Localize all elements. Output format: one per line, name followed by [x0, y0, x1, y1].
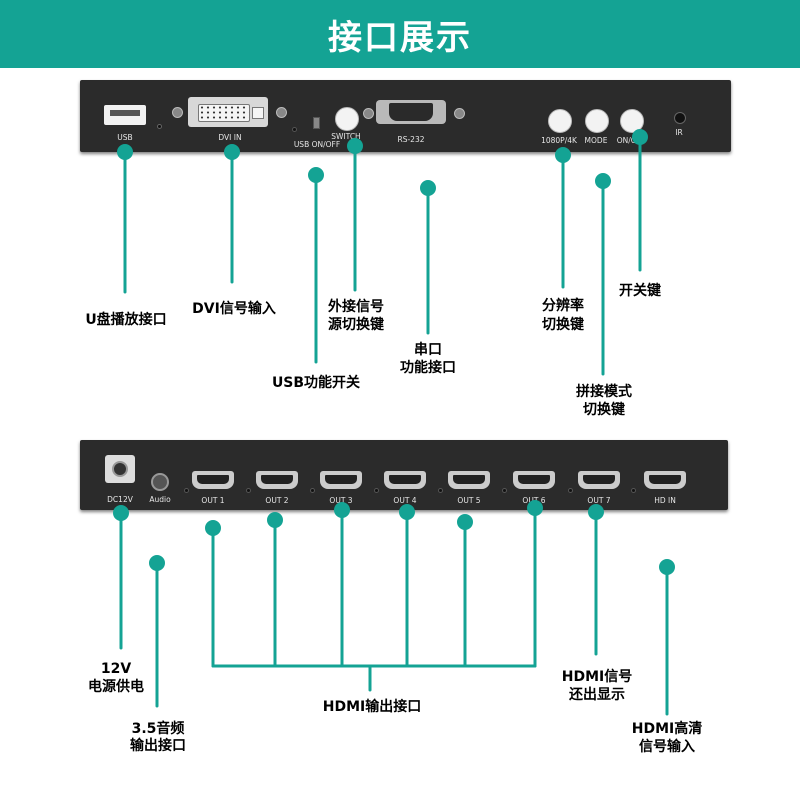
hdmi-out-port-6: [513, 471, 555, 489]
hdmi-out-label-2: OUT 2: [265, 496, 289, 505]
label-audio-1: 3.5音频: [131, 721, 185, 737]
resolution-button[interactable]: [548, 109, 572, 133]
hdmi-out-port-2: [256, 471, 298, 489]
usb-onoff-label: USB ON/OFF: [293, 140, 341, 149]
label-resolution-1: 分辨率: [542, 298, 584, 314]
indicator-led: [502, 488, 507, 493]
label-serial-1: 串口: [414, 342, 442, 358]
rs232-port: [376, 100, 446, 124]
label-usb-play: U盘播放接口: [85, 312, 167, 328]
hdmi-in-port: [644, 471, 686, 489]
hdmi-out-label-7: OUT 7: [587, 496, 611, 505]
indicator-led: [374, 488, 379, 493]
label-dc-2: 电源供电: [88, 679, 144, 695]
power-button-label: ON/OFF: [616, 136, 646, 145]
rs232-port-label: RS-232: [397, 135, 425, 144]
front-panel: USB DVI IN USB ON/OFF SWITCH RS-232 1080…: [80, 80, 731, 152]
label-hdmi-in-1: HDMI高清: [631, 721, 703, 737]
hdmi-out-port-5: [448, 471, 490, 489]
ir-receiver-label: IR: [675, 128, 683, 137]
indicator-led: [292, 127, 297, 132]
indicator-led: [310, 488, 315, 493]
label-resolution-2: 切换键: [542, 317, 584, 333]
hdmi-in-label: HD IN: [654, 496, 676, 505]
page-title: 接口展示: [0, 0, 800, 68]
dc-power-label: DC12V: [107, 495, 133, 504]
label-source-switch-2: 源切换键: [328, 317, 384, 333]
screw-icon: [172, 107, 183, 118]
label-serial-2: 功能接口: [400, 360, 456, 376]
label-dc-1: 12V: [100, 661, 132, 677]
label-source-switch-1: 外接信号: [328, 299, 384, 315]
mode-button-label: MODE: [584, 136, 608, 145]
resolution-button-label: 1080P/4K: [541, 136, 577, 145]
label-hdmi-in-2: 信号输入: [639, 739, 695, 755]
hdmi-out-port-1: [192, 471, 234, 489]
hdmi-out-port-3: [320, 471, 362, 489]
label-dvi-input: DVI信号输入: [192, 301, 276, 317]
screw-icon: [363, 108, 374, 119]
hdmi-out-label-4: OUT 4: [393, 496, 417, 505]
hdmi-out-label-5: OUT 5: [457, 496, 481, 505]
hdmi-out-port-7: [578, 471, 620, 489]
label-splice-1: 拼接模式: [576, 384, 632, 400]
dc-power-jack: [105, 455, 135, 483]
label-splice-2: 切换键: [583, 402, 625, 418]
usb-port-label: USB: [117, 133, 133, 142]
switch-button[interactable]: [335, 107, 359, 131]
hdmi-out-label-1: OUT 1: [201, 496, 225, 505]
dvi-port-label: DVI IN: [218, 133, 242, 142]
dvi-port: [188, 97, 268, 127]
label-hdmi-loop-2: 还出显示: [569, 687, 625, 703]
label-audio-2: 输出接口: [130, 738, 186, 754]
indicator-led: [631, 488, 636, 493]
indicator-led: [157, 124, 162, 129]
rear-panel: DC12V Audio OUT 1 OUT 2 OUT 3 OUT 4 OUT …: [80, 440, 728, 510]
screw-icon: [454, 108, 465, 119]
hdmi-out-label-3: OUT 3: [329, 496, 353, 505]
label-hdmi-output: HDMI输出接口: [322, 699, 422, 715]
ir-receiver: [674, 112, 686, 124]
audio-jack-label: Audio: [149, 495, 171, 504]
label-power: 开关键: [619, 283, 661, 299]
screw-icon: [276, 107, 287, 118]
mode-button[interactable]: [585, 109, 609, 133]
indicator-led: [568, 488, 573, 493]
indicator-led: [438, 488, 443, 493]
label-hdmi-loop-1: HDMI信号: [561, 669, 633, 685]
indicator-led: [184, 488, 189, 493]
hdmi-out-port-4: [384, 471, 426, 489]
indicator-led: [246, 488, 251, 493]
usb-toggle-switch[interactable]: [313, 117, 320, 129]
usb-port: [104, 105, 146, 125]
label-usb-function: USB功能开关: [271, 375, 361, 391]
audio-jack: [151, 473, 169, 491]
switch-button-label: SWITCH: [331, 132, 361, 141]
